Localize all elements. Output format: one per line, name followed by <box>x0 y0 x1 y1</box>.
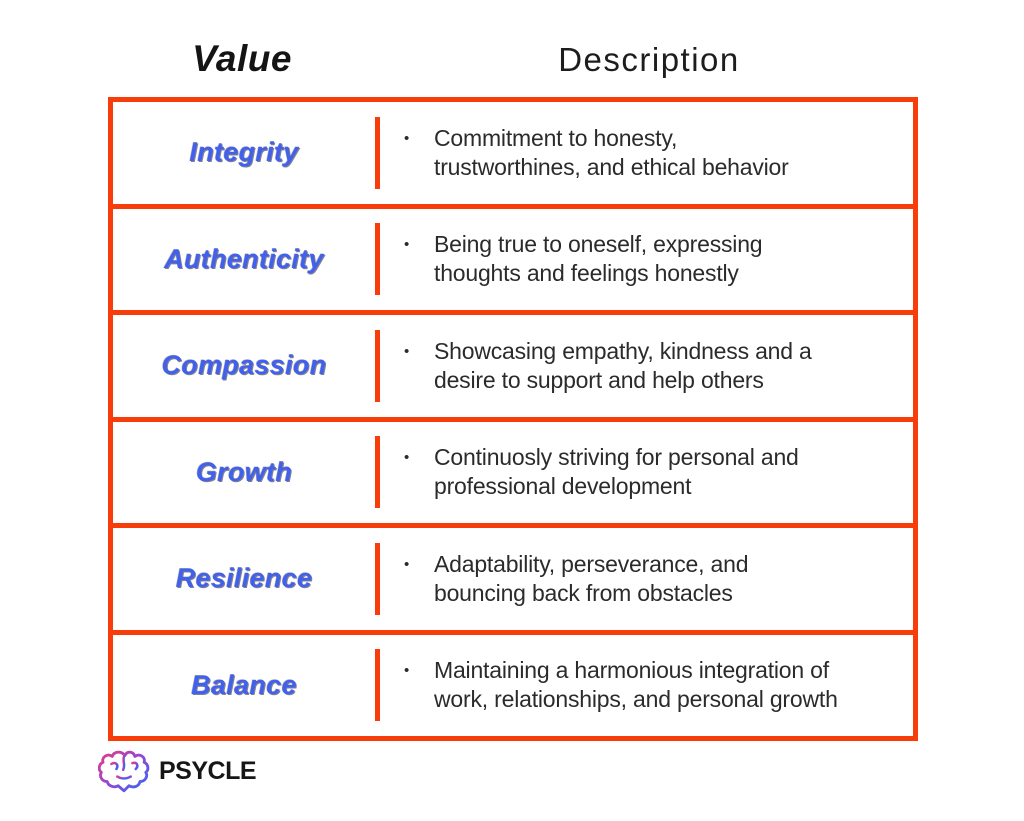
description-text: Continuosly striving for personal and pr… <box>434 443 799 501</box>
values-table: Integrity • Commitment to honesty, trust… <box>108 97 918 741</box>
bullet-icon: • <box>404 449 410 467</box>
description-line: bouncing back from obstacles <box>434 579 733 606</box>
value-label: Balance <box>191 669 297 700</box>
row-divider <box>375 223 380 296</box>
table-row-authenticity: Authenticity • Being true to oneself, ex… <box>113 209 913 315</box>
value-label: Authenticity <box>164 243 324 274</box>
brand-logo: PSYCLE <box>98 748 257 795</box>
value-label: Growth <box>195 456 293 487</box>
description-line: Commitment to honesty, <box>434 124 678 151</box>
table-row-balance: Balance • Maintaining a harmonious integ… <box>113 635 913 737</box>
value-label: Compassion <box>161 350 327 381</box>
bullet-icon: • <box>404 129 410 147</box>
description-cell: • Adaptability, perseverance, and bounci… <box>380 550 913 608</box>
description-text: Being true to oneself, expressing though… <box>434 230 763 288</box>
table-row-compassion: Compassion • Showcasing empathy, kindnes… <box>113 315 913 422</box>
description-text: Showcasing empathy, kindness and a desir… <box>434 337 812 395</box>
bullet-icon: • <box>404 555 410 573</box>
description-line: Adaptability, perseverance, and <box>434 550 749 577</box>
value-column-header: Value <box>192 38 292 79</box>
description-line: Being true to oneself, expressing <box>434 231 763 258</box>
row-divider <box>375 436 380 509</box>
description-cell: • Continuosly striving for personal and … <box>380 443 913 501</box>
description-cell: • Being true to oneself, expressing thou… <box>380 230 913 288</box>
table-row-integrity: Integrity • Commitment to honesty, trust… <box>113 102 913 209</box>
bullet-icon: • <box>404 236 410 254</box>
description-line: trustworthines, and ethical behavior <box>434 153 789 180</box>
table-row-resilience: Resilience • Adaptability, perseverance,… <box>113 528 913 635</box>
description-cell: • Maintaining a harmonious integration o… <box>380 656 913 714</box>
bullet-icon: • <box>404 342 410 360</box>
description-column-header: Description <box>558 41 740 78</box>
brain-icon <box>98 748 150 795</box>
brand-name: PSYCLE <box>159 757 257 785</box>
row-divider <box>375 649 380 722</box>
row-divider <box>375 542 380 615</box>
description-cell: • Commitment to honesty, trustworthines,… <box>380 124 913 182</box>
row-divider <box>375 329 380 402</box>
description-line: thoughts and feelings honestly <box>434 260 739 287</box>
description-text: Maintaining a harmonious integration of … <box>434 656 838 714</box>
description-line: Showcasing empathy, kindness and a <box>434 337 812 364</box>
description-line: Continuosly striving for personal and <box>434 444 799 471</box>
description-cell: • Showcasing empathy, kindness and a des… <box>380 337 913 395</box>
row-divider <box>375 116 380 189</box>
description-line: work, relationships, and personal growth <box>434 686 838 713</box>
value-label: Resilience <box>175 563 313 594</box>
value-label: Integrity <box>189 137 299 168</box>
description-line: Maintaining a harmonious integration of <box>434 657 829 684</box>
table-row-growth: Growth • Continuosly striving for person… <box>113 422 913 528</box>
description-text: Adaptability, perseverance, and bouncing… <box>434 550 748 608</box>
description-text: Commitment to honesty, trustworthines, a… <box>434 124 789 182</box>
description-line: professional development <box>434 473 692 500</box>
bullet-icon: • <box>404 662 410 680</box>
description-line: desire to support and help others <box>434 366 764 393</box>
